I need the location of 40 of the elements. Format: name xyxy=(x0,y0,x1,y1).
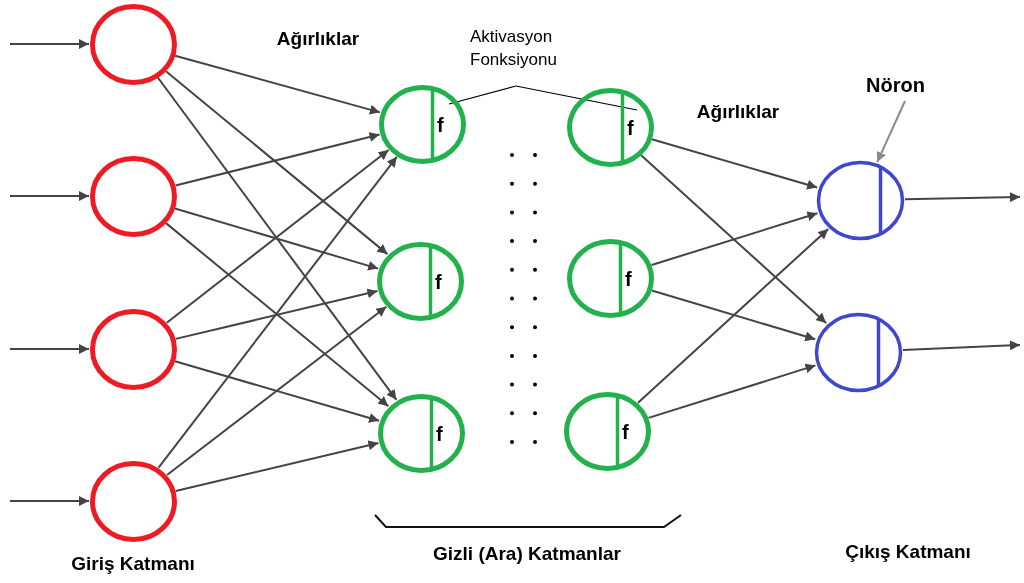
arrow xyxy=(9,39,90,49)
arrow xyxy=(174,288,379,340)
arrow xyxy=(9,344,90,354)
arrow xyxy=(157,76,398,401)
weights-label: Ağırlıklar xyxy=(276,28,360,50)
arrow xyxy=(174,54,381,115)
arrow xyxy=(165,222,390,408)
arrow xyxy=(9,191,90,201)
neuron-label: Nöron xyxy=(866,73,925,98)
arrow xyxy=(173,207,380,271)
arrow xyxy=(876,100,906,164)
arrow xyxy=(174,360,381,423)
arrow xyxy=(174,440,380,492)
layer-label: Çıkış Katmanı xyxy=(845,541,971,563)
arrow xyxy=(650,138,819,190)
arrow xyxy=(901,340,1021,352)
arrow xyxy=(637,228,830,404)
layer-label: Gizli (Ara) Katmanlar xyxy=(433,543,621,565)
arrow xyxy=(174,132,381,187)
arrow xyxy=(650,211,819,266)
arrow xyxy=(166,305,388,476)
function-symbol: f xyxy=(625,269,632,289)
function-symbol: f xyxy=(437,115,444,135)
function-symbol: f xyxy=(436,424,443,444)
arrow xyxy=(164,70,389,256)
arrow xyxy=(904,192,1021,203)
arrow xyxy=(9,496,90,506)
function-symbol: f xyxy=(627,118,634,138)
arrow xyxy=(640,154,828,325)
leader-line xyxy=(448,85,517,105)
annotation-text: Aktivasyon Fonksiyonu xyxy=(470,26,558,71)
function-symbol: f xyxy=(435,272,442,292)
arrow xyxy=(165,149,390,324)
weights-label: Ağırlıklar xyxy=(696,101,780,123)
arrow xyxy=(647,363,817,419)
arrow xyxy=(157,155,398,469)
leader-line xyxy=(515,85,638,111)
arrow xyxy=(650,289,817,342)
function-symbol: f xyxy=(622,422,629,442)
layer-label: Giriş Katmanı xyxy=(71,553,195,575)
